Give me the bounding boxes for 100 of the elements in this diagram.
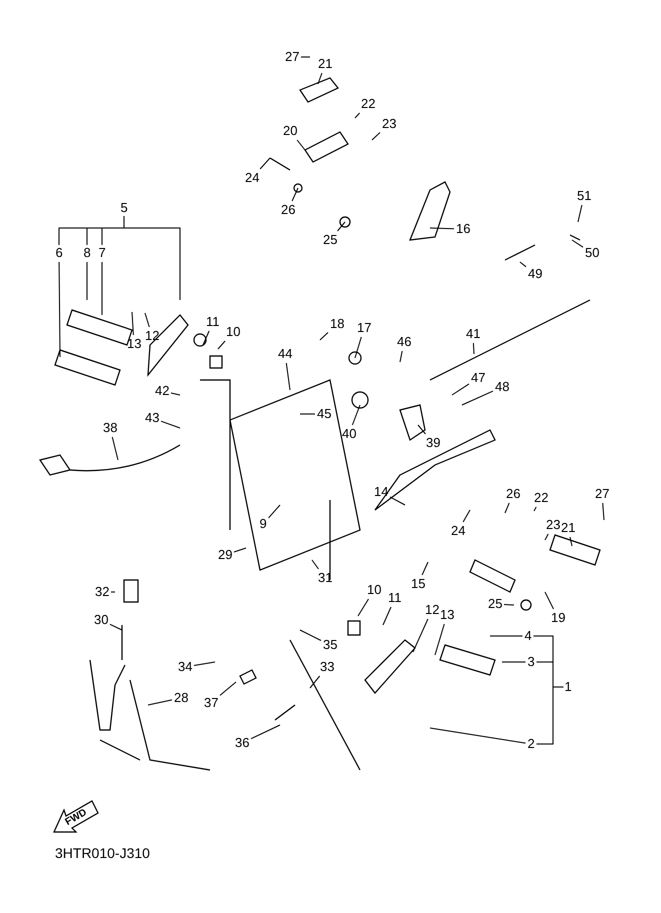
- callout-number: 19: [551, 611, 566, 625]
- callout-number: 28: [174, 691, 188, 705]
- leader-line: [572, 240, 584, 248]
- callout-number: 10: [226, 325, 240, 339]
- callout-number: 16: [456, 222, 470, 236]
- leader-line: [462, 390, 494, 406]
- callout-number: 35: [323, 638, 338, 652]
- leader-line: [390, 496, 406, 506]
- leader-line: [422, 562, 428, 576]
- leader-line: [218, 340, 226, 350]
- callout-number: 25: [323, 233, 338, 247]
- leader-line: [268, 504, 280, 518]
- leader-line: [112, 436, 118, 460]
- callout-number: 20: [283, 124, 298, 138]
- leader-line: [296, 140, 306, 150]
- drawing-code: 3HTR010-J310: [55, 845, 150, 861]
- callout-number: 21: [318, 57, 332, 71]
- leader-line: [544, 534, 549, 540]
- leader-line: [250, 724, 280, 740]
- callout-number: 11: [388, 591, 402, 605]
- callout-number: 32: [95, 585, 110, 599]
- callout-number: 6: [56, 246, 63, 260]
- leader-line: [300, 56, 310, 58]
- callout-number: 13: [440, 608, 454, 622]
- leader-line: [504, 502, 510, 514]
- callout-number: 50: [585, 246, 600, 260]
- leader-line: [170, 392, 180, 396]
- callout-number: 23: [382, 117, 396, 131]
- callout-number: 27: [595, 487, 610, 501]
- direction-label: FWD: [63, 807, 89, 829]
- leader-line: [520, 262, 526, 268]
- callout-number: 41: [466, 327, 480, 341]
- callout-number: 1: [564, 680, 572, 694]
- leader-line: [292, 188, 298, 202]
- leader-line: [602, 502, 604, 520]
- callout-number: 49: [528, 267, 542, 281]
- callout-number: 46: [397, 335, 412, 349]
- leader-line: [220, 682, 236, 696]
- leader-line: [110, 624, 122, 630]
- leader-line: [534, 506, 537, 512]
- callout-number: 40: [342, 427, 356, 441]
- leader-line: [430, 228, 454, 230]
- leader-line: [202, 330, 210, 346]
- leader-line: [318, 72, 322, 84]
- leader-line: [472, 342, 474, 354]
- leader-line: [160, 420, 180, 428]
- leader-line: [372, 132, 380, 140]
- callout-number: 37: [204, 696, 218, 710]
- leader-line: [400, 350, 403, 362]
- callout-number: 5: [120, 201, 128, 215]
- leader-line: [504, 604, 514, 606]
- leader-line: [102, 216, 124, 246]
- callout-number: 7: [98, 246, 106, 260]
- callout-number: 4: [524, 629, 532, 643]
- callout-number: 31: [318, 571, 332, 585]
- leader-line: [578, 204, 582, 222]
- callout-number: 25: [488, 597, 502, 611]
- leader-line: [434, 624, 445, 656]
- callout-number: 34: [178, 660, 192, 674]
- leader-line: [536, 686, 564, 744]
- leader-line: [310, 676, 320, 688]
- callout-number: 26: [281, 203, 296, 217]
- callout-number: 43: [145, 411, 160, 425]
- leader-line: [144, 312, 150, 328]
- leader-line: [194, 662, 216, 666]
- leader-line: [234, 548, 246, 552]
- leader-line: [544, 592, 554, 610]
- callout-number: 24: [245, 171, 260, 185]
- callout-number: 24: [451, 524, 466, 538]
- callout-number: 33: [320, 660, 334, 674]
- leader-line: [462, 510, 470, 522]
- callout-number: 17: [357, 321, 372, 335]
- callout-number: 36: [235, 736, 250, 750]
- callout-number: 27: [285, 50, 300, 64]
- leader-line: [58, 262, 60, 358]
- callout-number: 12: [145, 329, 160, 343]
- callout-number: 2: [528, 737, 535, 751]
- leader-line: [86, 262, 88, 300]
- callout-number: 14: [374, 485, 388, 499]
- callout-number: 12: [425, 603, 440, 617]
- callout-number: 30: [94, 613, 108, 627]
- leader-line: [412, 618, 428, 652]
- leader-line: [300, 630, 322, 641]
- callout-number: 44: [278, 347, 292, 361]
- callout-number: 22: [534, 491, 548, 505]
- callout-number: 15: [411, 577, 426, 591]
- callout-number: 8: [84, 246, 91, 260]
- callout-number: 26: [506, 487, 520, 501]
- callout-number: 9: [260, 517, 267, 531]
- callout-number: 29: [218, 548, 232, 562]
- leader-line: [570, 536, 572, 546]
- leader-line: [354, 336, 362, 358]
- callout-number: 21: [561, 521, 576, 535]
- callout-number: 22: [361, 97, 376, 111]
- leader-line: [382, 606, 392, 626]
- callout-number: 13: [127, 337, 142, 351]
- callout-number: 11: [206, 315, 220, 329]
- leader-line: [148, 699, 172, 706]
- leader-line: [418, 424, 426, 434]
- leader-line: [312, 560, 319, 570]
